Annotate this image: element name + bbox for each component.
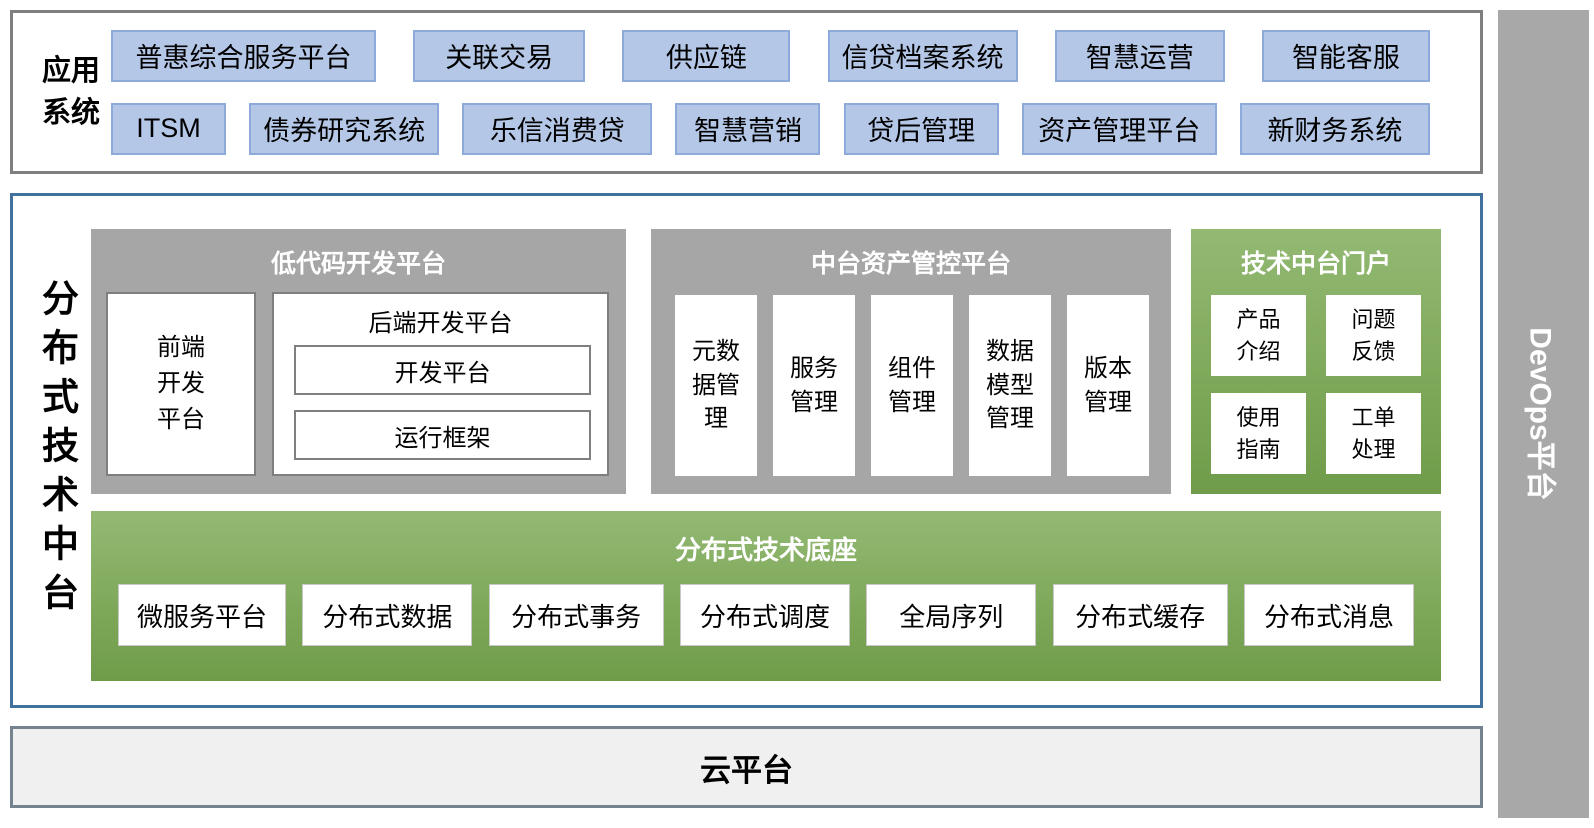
distributed-base-cards: 微服务平台 分布式数据 分布式事务 分布式调度 全局序列 分布式缓存 分布式消息 [118, 584, 1414, 646]
app-system-box: 贷后管理 [843, 102, 999, 155]
base-card: 分布式事务 [488, 584, 664, 646]
cloud-platform-bar: 云平台 [10, 726, 1483, 808]
app-system-box: ITSM [111, 102, 226, 155]
base-card: 全局序列 [866, 584, 1037, 646]
tech-midplatform-panel: 分布式技术中台 低代码开发平台 前端 开发 平台 后端开发平台 开发平台 运行框… [10, 193, 1483, 708]
base-card: 分布式消息 [1243, 584, 1414, 646]
application-systems-panel: 应用 系统 普惠综合服务平台 关联交易 供应链 信贷档案系统 智慧运营 智能客服… [10, 10, 1483, 174]
asset-card: 服务 管理 [773, 295, 855, 476]
app-system-box: 新财务系统 [1239, 102, 1430, 155]
app-system-box: 资产管理平台 [1021, 102, 1217, 155]
devops-bar: DevOps平台 [1498, 10, 1589, 818]
low-code-platform-body: 前端 开发 平台 后端开发平台 开发平台 运行框架 [106, 292, 609, 476]
devops-label: DevOps平台 [1523, 327, 1557, 501]
application-systems-label: 应用 系统 [41, 54, 100, 129]
distributed-base-panel: 分布式技术底座 微服务平台 分布式数据 分布式事务 分布式调度 全局序列 分布式… [91, 511, 1441, 681]
asset-control-platform-title: 中台资产管控平台 [810, 250, 1011, 278]
app-system-box: 乐信消费贷 [462, 102, 653, 155]
backend-dev-platform-box: 后端开发平台 开发平台 运行框架 [272, 292, 609, 476]
app-system-box: 关联交易 [413, 29, 586, 82]
asset-card: 数据 模型 管理 [969, 295, 1051, 476]
tech-portal-cards: 产品 介绍 问题 反馈 使用 指南 工单 处理 [1211, 295, 1421, 474]
cloud-platform-label: 云平台 [700, 752, 793, 788]
app-system-box: 供应链 [622, 29, 791, 82]
asset-control-platform-panel: 中台资产管控平台 元数 据管 理 服务 管理 组件 管理 数据 模型 管理 版本… [651, 229, 1171, 494]
portal-card: 使用 指南 [1211, 393, 1306, 474]
base-card: 微服务平台 [118, 584, 286, 646]
low-code-platform-panel: 低代码开发平台 前端 开发 平台 后端开发平台 开发平台 运行框架 [91, 229, 626, 494]
application-systems-row-2: ITSM 债券研究系统 乐信消费贷 智慧营销 贷后管理 资产管理平台 新财务系统 [111, 102, 1430, 155]
base-card: 分布式缓存 [1052, 584, 1228, 646]
portal-card: 产品 介绍 [1211, 295, 1306, 376]
tech-portal-panel: 技术中台门户 产品 介绍 问题 反馈 使用 指南 工单 处理 [1191, 229, 1441, 494]
frontend-dev-platform-box: 前端 开发 平台 [106, 292, 256, 476]
app-system-box: 智慧营销 [675, 102, 821, 155]
application-systems-rows: 普惠综合服务平台 关联交易 供应链 信贷档案系统 智慧运营 智能客服 ITSM … [111, 13, 1430, 171]
backend-dev-platform-items: 开发平台 运行框架 [294, 345, 591, 460]
application-systems-row-1: 普惠综合服务平台 关联交易 供应链 信贷档案系统 智慧运营 智能客服 [111, 29, 1430, 82]
asset-card: 元数 据管 理 [675, 295, 757, 476]
backend-item-box: 运行框架 [294, 410, 591, 460]
app-system-box: 智能客服 [1261, 29, 1430, 82]
portal-card: 问题 反馈 [1326, 295, 1421, 376]
side-label-distributed-tech-platform: 分布式技术中台 [35, 279, 80, 622]
base-card: 分布式数据 [302, 584, 473, 646]
app-system-box: 普惠综合服务平台 [111, 29, 376, 82]
base-card: 分布式调度 [679, 584, 850, 646]
app-system-box: 智慧运营 [1054, 29, 1225, 82]
asset-card: 版本 管理 [1067, 295, 1149, 476]
backend-dev-platform-title: 后端开发平台 [368, 310, 513, 337]
asset-control-cards: 元数 据管 理 服务 管理 组件 管理 数据 模型 管理 版本 管理 [675, 295, 1149, 476]
portal-card: 工单 处理 [1326, 393, 1421, 474]
app-system-box: 信贷档案系统 [827, 29, 1018, 82]
backend-item-box: 开发平台 [294, 345, 591, 395]
distributed-base-title: 分布式技术底座 [674, 535, 857, 565]
app-system-box: 债券研究系统 [249, 102, 440, 155]
asset-card: 组件 管理 [871, 295, 953, 476]
tech-portal-title: 技术中台门户 [1240, 250, 1391, 278]
low-code-platform-title: 低代码开发平台 [270, 250, 446, 278]
